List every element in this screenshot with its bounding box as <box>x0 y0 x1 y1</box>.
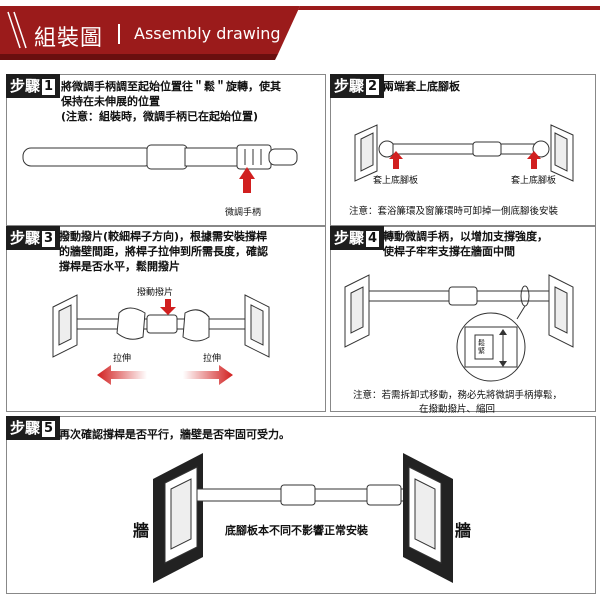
step-4-note: 注意：若需拆卸式移動，務必先將微調手柄擰鬆， 在撥動撥片、縮回 <box>353 387 562 415</box>
step-2-badge-label: 步驟 <box>334 77 365 95</box>
step-4-line-1: 轉動微調手柄，以增加支撐強度， <box>383 230 548 243</box>
page-header: 組裝圖 Assembly drawing <box>0 0 600 62</box>
step-5-middle-text: 底腳板本不同不影響正常安裝 <box>225 524 368 537</box>
step-3-label-stretch-left: 拉伸 <box>113 354 132 364</box>
step-2-note: 注意：套浴簾環及窗簾環時可卸掉一側底腳後安裝 <box>349 206 559 217</box>
step-1-handle-label: 微調手柄 <box>225 208 262 218</box>
step-2-label-left: 套上底腳板 <box>373 176 419 186</box>
step-3-label-stretch-right: 拉伸 <box>203 354 222 364</box>
step-5-wall-right: 牆 <box>455 521 472 540</box>
step-4-instruction: 轉動微調手柄，以增加支撐強度， 使桿子牢牢支撐在牆面中間 <box>383 229 593 259</box>
header-title-zh: 組裝圖 <box>34 26 104 51</box>
step-1-badge-label: 步驟 <box>10 77 41 95</box>
step-3-line-3: 撐桿是否水平，鬆開撥片 <box>59 260 180 273</box>
step-2-label-right: 套上底腳板 <box>511 176 557 186</box>
step-5-badge-label: 步驟 <box>10 419 41 437</box>
step-4-rod-illustration <box>344 274 574 382</box>
step-3-badge-label: 步驟 <box>10 229 41 247</box>
step-3-line-1: 撥動撥片(較細桿子方向)，根據需安裝撐桿 <box>59 230 268 243</box>
step-2-line-1: 兩端套上底腳板 <box>383 80 460 93</box>
step-1-number: 1 <box>42 79 56 95</box>
step-1-line-3: (注意：組裝時，微調手柄已在起始位置) <box>61 110 259 123</box>
step-5-number: 5 <box>42 421 56 437</box>
header-title-en: Assembly drawing <box>134 24 281 43</box>
step-5-wall-left: 牆 <box>133 521 150 540</box>
step-3-number: 3 <box>42 231 56 247</box>
step-1-line-1: 將微調手柄調至起始位置往＂鬆＂旋轉，使其 <box>61 80 281 93</box>
step-1-rod-illustration <box>22 144 298 193</box>
step-1-line-2: 保持在未伸展的位置 <box>61 95 160 108</box>
header-background <box>0 6 600 60</box>
step-1-instruction: 將微調手柄調至起始位置往＂鬆＂旋轉，使其 保持在未伸展的位置 (注意：組裝時，微… <box>61 79 323 124</box>
step-4-number: 4 <box>366 231 380 247</box>
step-2-number: 2 <box>366 79 380 95</box>
step-3-label-lever: 撥動撥片 <box>137 288 174 298</box>
step-3-line-2: 的牆壁間距，將桿子拉伸到所需長度，確認 <box>59 245 268 258</box>
step-5-instruction: 再次確認撐桿是否平行，牆壁是否牢固可受力。 <box>59 427 290 442</box>
step-4-note-line-1: 注意：若需拆卸式移動，務必先將微調手柄擰鬆， <box>353 390 563 401</box>
step-2-rod-illustration <box>354 124 574 182</box>
step-4-zoom-label: 鬆緊 <box>478 339 485 355</box>
step-3-rod-illustration <box>52 294 270 385</box>
step-2-instruction: 兩端套上底腳板 <box>383 79 460 94</box>
step-5-wall-illustration <box>153 453 453 583</box>
step-4-note-line-2: 在撥動撥片、縮回 <box>419 404 496 415</box>
step-3-instruction: 撥動撥片(較細桿子方向)，根據需安裝撐桿 的牆壁間距，將桿子拉伸到所需長度，確認… <box>59 229 321 274</box>
header-divider <box>118 24 120 44</box>
step-4-badge-label: 步驟 <box>334 229 365 247</box>
step-4-line-2: 使桿子牢牢支撐在牆面中間 <box>383 245 515 258</box>
step-5-line-1: 再次確認撐桿是否平行，牆壁是否牢固可受力。 <box>59 428 290 441</box>
